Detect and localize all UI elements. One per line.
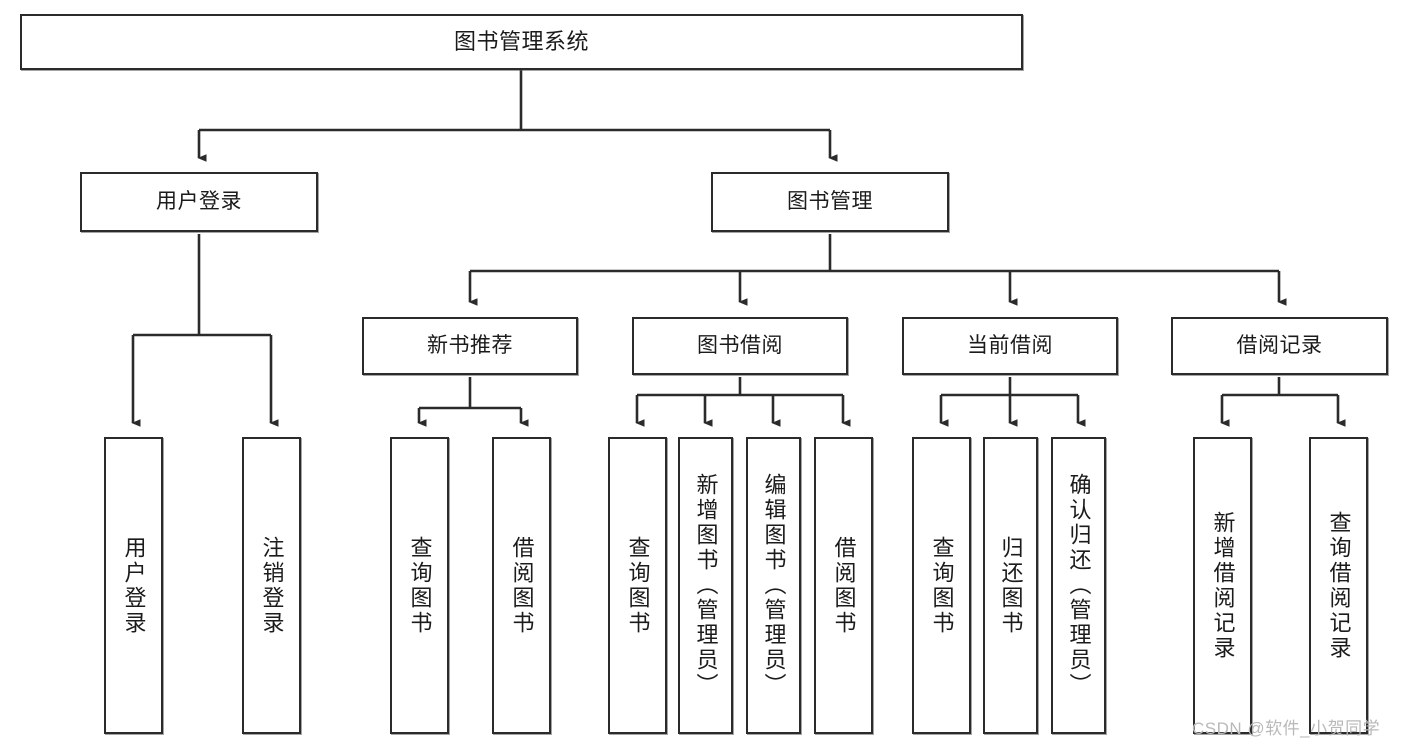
node-leaf-borrow-book-2[interactable]: 借阅图书 (814, 437, 873, 734)
node-current-borrow-label: 当前借阅 (967, 334, 1053, 358)
node-leaf-add-book-label: 新增图书（管理员） (693, 473, 719, 698)
node-leaf-query-record-label: 查询借阅记录 (1326, 510, 1352, 661)
node-leaf-query-book-2-label: 查询图书 (625, 535, 651, 636)
node-leaf-query-book-1[interactable]: 查询图书 (390, 437, 449, 734)
node-leaf-edit-book[interactable]: 编辑图书（管理员） (746, 437, 801, 734)
node-leaf-add-record[interactable]: 新增借阅记录 (1193, 437, 1252, 734)
node-leaf-query-book-3[interactable]: 查询图书 (912, 437, 971, 734)
node-borrow-record-label: 借阅记录 (1236, 334, 1323, 358)
node-root-label: 图书管理系统 (453, 28, 589, 54)
node-leaf-borrow-book-1-label: 借阅图书 (509, 535, 535, 636)
node-book-borrow-label: 图书借阅 (697, 334, 783, 358)
node-user-login-label: 用户登录 (156, 190, 242, 214)
node-leaf-add-record-label: 新增借阅记录 (1210, 510, 1236, 661)
node-new-book-recommend[interactable]: 新书推荐 (362, 317, 578, 375)
node-leaf-return-book[interactable]: 归还图书 (983, 437, 1038, 734)
node-leaf-user-logout[interactable]: 注销登录 (242, 437, 301, 734)
node-book-manage-label: 图书管理 (787, 190, 873, 214)
node-new-book-recommend-label: 新书推荐 (427, 334, 513, 358)
node-leaf-query-book-2[interactable]: 查询图书 (608, 437, 667, 734)
node-leaf-confirm-return-label: 确认归还（管理员） (1066, 473, 1092, 698)
node-user-login[interactable]: 用户登录 (80, 172, 318, 232)
node-leaf-add-book[interactable]: 新增图书（管理员） (678, 437, 733, 734)
node-book-borrow[interactable]: 图书借阅 (632, 317, 848, 375)
node-leaf-query-book-1-label: 查询图书 (407, 535, 433, 636)
node-current-borrow[interactable]: 当前借阅 (902, 317, 1118, 375)
node-leaf-edit-book-label: 编辑图书（管理员） (761, 473, 787, 698)
node-book-manage[interactable]: 图书管理 (711, 172, 949, 232)
csdn-watermark: CSDN @软件_小贺同学 (1192, 719, 1381, 738)
node-leaf-user-logout-label: 注销登录 (259, 535, 285, 636)
node-root[interactable]: 图书管理系统 (20, 14, 1023, 70)
node-leaf-return-book-label: 归还图书 (998, 535, 1024, 636)
node-borrow-record[interactable]: 借阅记录 (1171, 317, 1388, 375)
node-leaf-borrow-book-2-label: 借阅图书 (831, 535, 857, 636)
node-leaf-user-login-label: 用户登录 (121, 535, 147, 636)
node-leaf-query-record[interactable]: 查询借阅记录 (1309, 437, 1368, 734)
node-leaf-user-login[interactable]: 用户登录 (104, 437, 163, 734)
node-leaf-borrow-book-1[interactable]: 借阅图书 (492, 437, 551, 734)
node-leaf-query-book-3-label: 查询图书 (929, 535, 955, 636)
node-leaf-confirm-return[interactable]: 确认归还（管理员） (1051, 437, 1106, 734)
